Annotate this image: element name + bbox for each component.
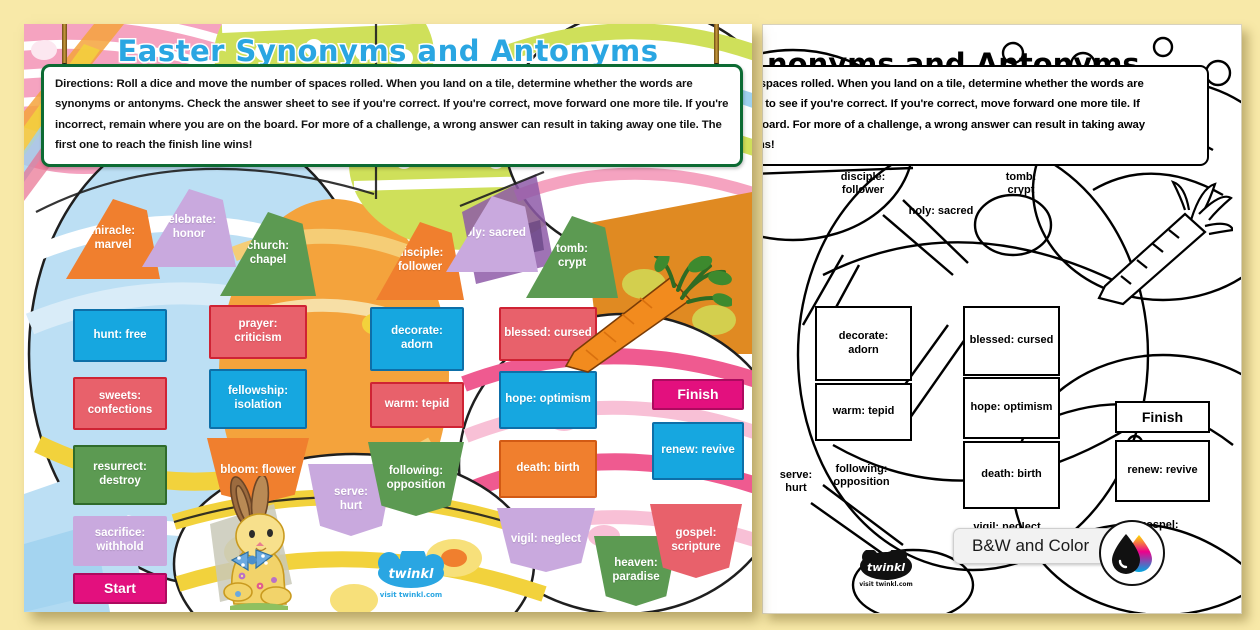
tile-label: Finish	[677, 386, 719, 403]
ink-drop-icon	[1099, 520, 1166, 586]
bw-tile-renew[interactable]: renew: revive	[1115, 440, 1210, 502]
svg-text:visit twinkl.com: visit twinkl.com	[859, 581, 913, 588]
bw-directions-line-3: e board. For more of a challenge, a wron…	[762, 118, 1145, 131]
pin-right	[713, 24, 720, 70]
bw-tile-label: renew: revive	[1127, 464, 1198, 477]
bw-carrot-icon	[1097, 180, 1233, 306]
tile-decorate[interactable]: decorate: adorn	[370, 307, 464, 371]
tile-hunt[interactable]: hunt: free	[73, 309, 167, 362]
bw-twinkl-logo: twinkl visit twinkl.com	[859, 550, 913, 588]
svg-text:twinkl: twinkl	[867, 561, 905, 574]
bw-tile-holy[interactable]: holy: sacred	[891, 197, 991, 227]
tile-start[interactable]: Start	[73, 573, 167, 604]
bw-tile-decorate[interactable]: decorate: adorn	[815, 306, 912, 381]
tile-label: celebrate: honor	[161, 214, 217, 240]
badge-label: B&W and Color	[972, 536, 1090, 555]
tile-label: miracle: marvel	[90, 225, 136, 251]
tile-following[interactable]: following: opposition	[368, 442, 464, 516]
page-title: Easter Synonyms and Antonyms	[116, 33, 660, 70]
tile-label: sacrifice: withhold	[94, 527, 146, 553]
carrot-icon	[564, 256, 732, 373]
bw-tile-label: disciple: follower	[840, 170, 886, 196]
tile-renew[interactable]: renew: revive	[652, 422, 744, 480]
tile-hope[interactable]: hope: optimism	[499, 371, 597, 429]
tile-label: hunt: free	[93, 328, 147, 341]
bw-tile-disciple[interactable]: disciple: follower	[817, 153, 909, 215]
page-title-band: Easter Synonyms and Antonyms	[24, 33, 752, 70]
tile-warm[interactable]: warm: tepid	[370, 382, 464, 428]
bw-tile-warm[interactable]: warm: tepid	[815, 383, 912, 441]
tile-label: church: chapel	[246, 240, 290, 266]
bw-tile-label: decorate: adorn	[838, 330, 889, 356]
tile-death[interactable]: death: birth	[499, 440, 597, 498]
tile-label: Start	[104, 580, 136, 597]
tile-label: death: birth	[516, 462, 580, 475]
bw-directions-line-2: eet to see if you're correct. If you're …	[762, 98, 1140, 111]
tile-label: vigil: neglect	[510, 533, 582, 546]
bw-worksheet-page[interactable]: nonyms and Antonyms of spaces rolled. Wh…	[762, 24, 1242, 614]
tile-label: resurrect: destroy	[93, 461, 147, 487]
bw-tile-blessed[interactable]: blessed: cursed	[963, 306, 1060, 376]
directions-box: Directions: Roll a dice and move the num…	[41, 64, 743, 168]
bw-tile-label: following: opposition	[833, 462, 890, 488]
tile-sweets[interactable]: sweets: confections	[73, 377, 167, 430]
tile-resurrect[interactable]: resurrect: destroy	[73, 445, 167, 505]
tile-label: decorate: adorn	[391, 325, 443, 351]
tile-label: bloom: flower	[220, 464, 296, 477]
bw-tile-label: hope: optimism	[970, 401, 1053, 414]
bw-tile-label: Finish	[1141, 408, 1184, 425]
tile-label: tomb: crypt	[556, 243, 588, 269]
tile-label: blessed: cursed	[504, 327, 592, 340]
bw-tile-label: warm: tepid	[832, 405, 895, 418]
tile-finish[interactable]: Finish	[652, 379, 744, 410]
tile-sacrifice[interactable]: sacrifice: withhold	[73, 516, 167, 566]
tile-label: heaven: paradise	[612, 557, 660, 583]
color-worksheet-page[interactable]: Easter Synonyms and Antonyms Directions:…	[24, 24, 752, 612]
tile-label: fellowship: isolation	[227, 385, 289, 411]
bw-tile-serve[interactable]: serve: hurt	[763, 455, 835, 509]
bw-tile-finish[interactable]: Finish	[1115, 401, 1210, 433]
bw-tile-label: death: birth	[981, 468, 1042, 481]
tile-prayer[interactable]: prayer: criticism	[209, 305, 307, 359]
bw-directions-box: of spaces rolled. When you land on a til…	[762, 65, 1209, 167]
twinkl-logo: twinkl visit twinkl.com	[378, 551, 444, 599]
bunny-figurine	[223, 476, 292, 610]
bw-tile-label: serve: hurt	[779, 468, 813, 494]
svg-text:visit twinkl.com: visit twinkl.com	[380, 591, 442, 599]
tile-label: sweets: confections	[87, 389, 153, 416]
tile-label: following: opposition	[386, 465, 446, 491]
tile-label: disciple: follower	[396, 247, 444, 273]
bw-tile-hope[interactable]: hope: optimism	[963, 377, 1060, 439]
bw-tile-label: tomb: crypt	[1005, 170, 1037, 196]
tile-label: hope: optimism	[505, 393, 591, 406]
bw-directions-line-1: of spaces rolled. When you land on a til…	[762, 78, 1144, 90]
bw-tile-death[interactable]: death: birth	[963, 441, 1060, 509]
tile-gospel[interactable]: gospel: scripture	[650, 504, 742, 578]
tile-label: gospel: scripture	[671, 527, 721, 553]
bw-and-color-badge: B&W and Color	[953, 520, 1166, 586]
pin-left	[61, 24, 68, 70]
tile-fellowship[interactable]: fellowship: isolation	[209, 369, 307, 429]
tile-label: renew: revive	[661, 444, 735, 457]
tile-label: warm: tepid	[384, 398, 450, 411]
svg-text:twinkl: twinkl	[388, 567, 434, 582]
bw-tile-tomb[interactable]: tomb: crypt	[979, 153, 1063, 215]
tile-vigil[interactable]: vigil: neglect	[497, 508, 595, 572]
bw-directions-line-4: wins!	[763, 138, 775, 151]
bw-tile-label: holy: sacred	[908, 205, 974, 218]
directions-text: Directions: Roll a dice and move the num…	[55, 78, 729, 151]
tile-label: prayer: criticism	[234, 318, 282, 344]
tile-label: serve: hurt	[334, 486, 368, 512]
bw-tile-label: blessed: cursed	[969, 334, 1054, 347]
bw-tile-following[interactable]: following: opposition	[813, 443, 910, 509]
